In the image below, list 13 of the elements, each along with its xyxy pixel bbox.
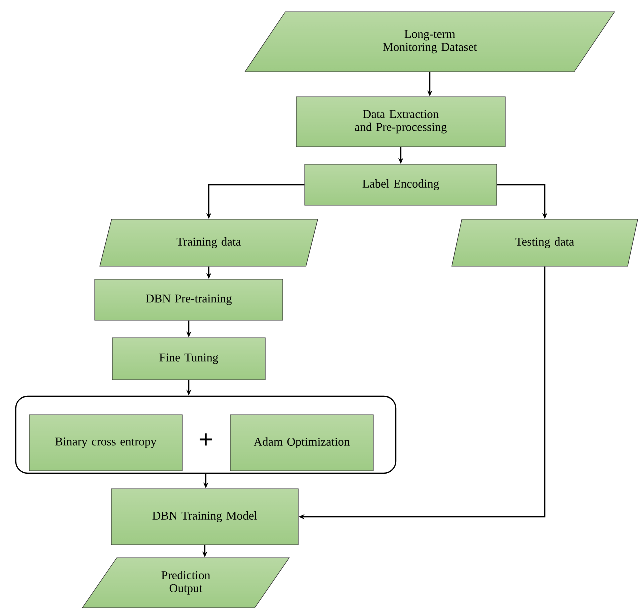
process-box: Fine Tuning — [112, 338, 266, 380]
data-parallelogram: Training data — [100, 219, 318, 267]
process-box: DBN Pre-training — [94, 279, 284, 321]
process-box: DBN Training Model — [111, 488, 299, 546]
output-parallelogram: Prediction Output — [82, 558, 290, 608]
group-box — [15, 396, 397, 474]
process-box: Binary cross entropy — [29, 414, 183, 472]
process-box: Label Encoding — [304, 164, 498, 206]
plus-sign: + — [200, 434, 212, 446]
process-box: Adam Optimization — [230, 414, 374, 472]
process-box: Data Extraction and Pre-processing — [296, 96, 506, 148]
data-parallelogram: Testing data — [452, 219, 638, 267]
data-parallelogram: Long-term Monitoring Dataset — [244, 12, 616, 72]
